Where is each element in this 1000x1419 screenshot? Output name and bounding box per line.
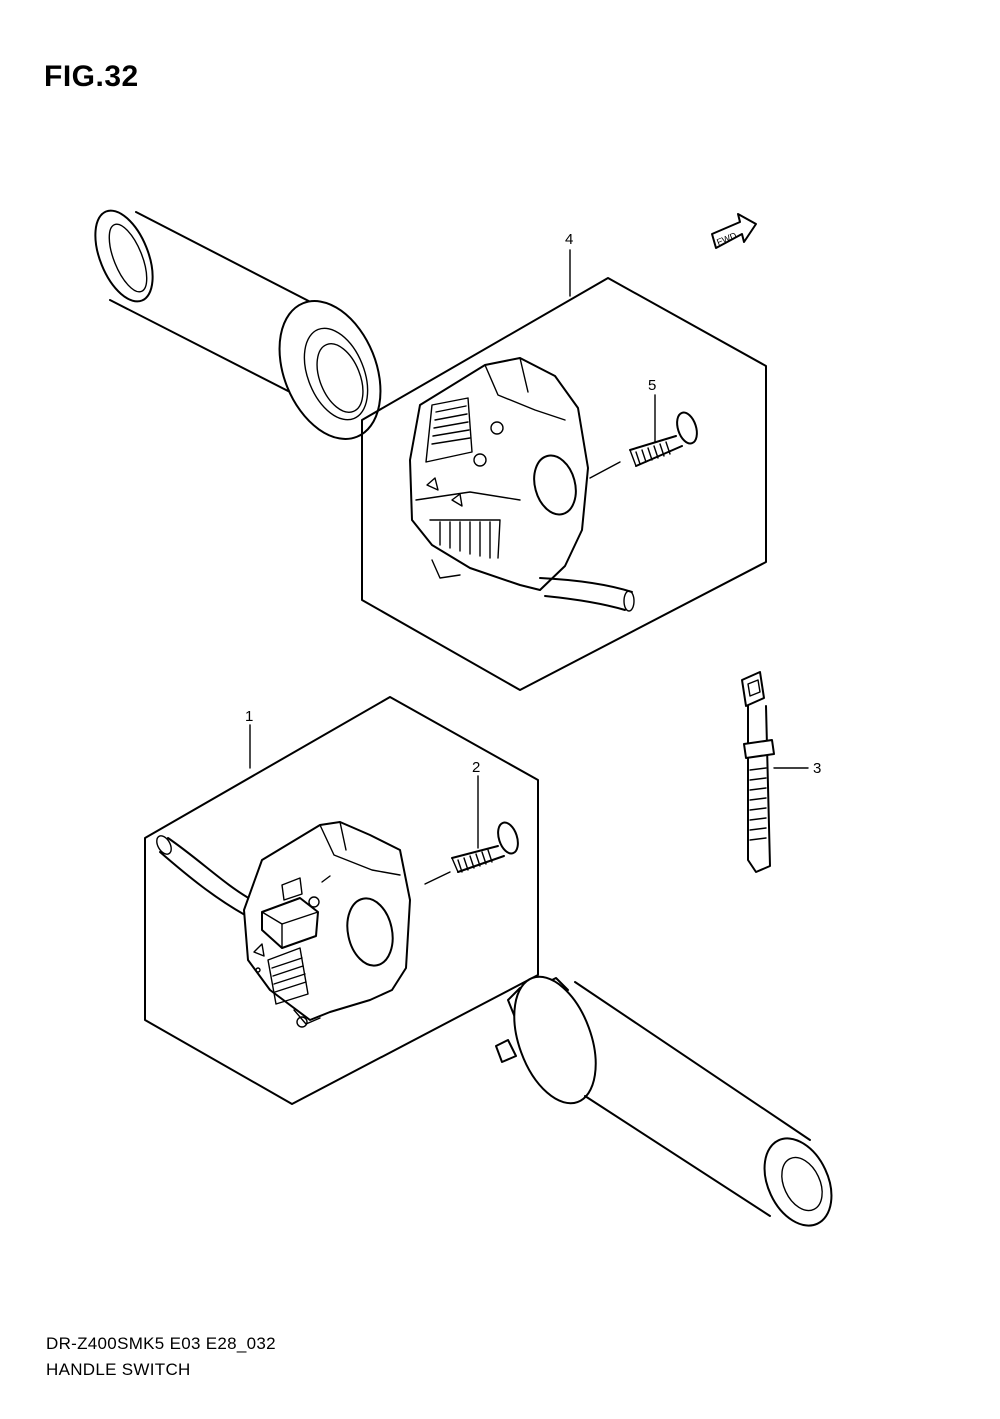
footer-diagram-name: HANDLE SWITCH	[46, 1360, 191, 1379]
left-grip-part[interactable]	[84, 203, 400, 454]
forward-arrow-icon: FWD	[711, 213, 757, 249]
callout-3[interactable]: 3	[813, 760, 821, 777]
assembly-outline-4	[361, 249, 767, 691]
throttle-grip-part[interactable]	[495, 966, 845, 1237]
footer-diagram-code: DR-Z400SMK5 E03 E28_032	[46, 1334, 276, 1353]
callout-1[interactable]: 1	[245, 708, 253, 725]
cable-tie-part[interactable]	[741, 671, 809, 873]
left-handle-switch-part[interactable]	[154, 821, 411, 1028]
callout-4[interactable]: 4	[565, 231, 573, 248]
right-handle-switch-part[interactable]	[409, 357, 635, 612]
screw-2-part[interactable]	[424, 775, 522, 885]
figure-title: FIG.32	[44, 60, 139, 93]
callout-2[interactable]: 2	[472, 759, 480, 776]
callout-5[interactable]: 5	[648, 377, 656, 394]
screw-5-part[interactable]	[589, 394, 701, 479]
assembly-outline-1	[144, 696, 539, 1105]
